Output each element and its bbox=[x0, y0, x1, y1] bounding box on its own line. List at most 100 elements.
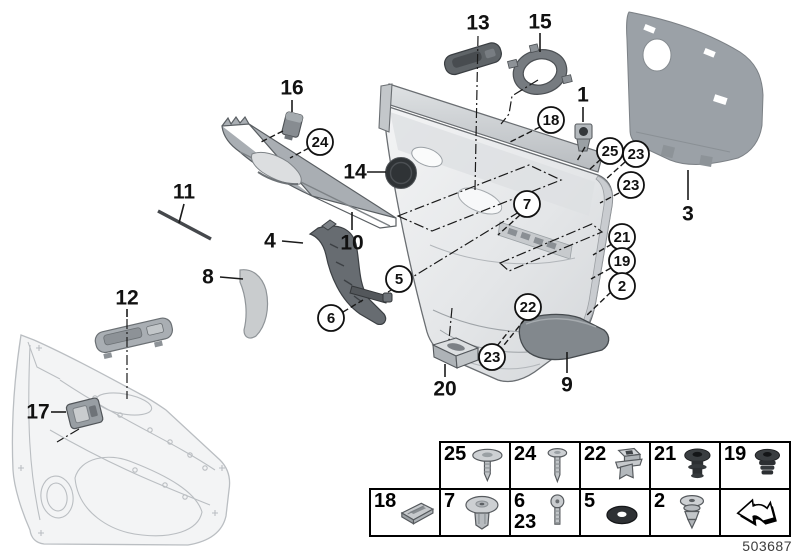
svg-text:14: 14 bbox=[343, 161, 367, 184]
svg-text:16: 16 bbox=[280, 77, 303, 100]
expanding-rivet-icon bbox=[665, 492, 719, 536]
part-16-cap bbox=[281, 111, 304, 141]
metal-clip-icon bbox=[396, 492, 439, 536]
svg-text:6: 6 bbox=[327, 310, 335, 327]
legend-cell-label: 21 bbox=[654, 443, 677, 465]
svg-text:20: 20 bbox=[433, 378, 456, 401]
svg-text:23: 23 bbox=[628, 146, 645, 163]
part-15-speaker-ring bbox=[507, 43, 573, 95]
legend-cell-label bbox=[721, 490, 724, 491]
svg-text:23: 23 bbox=[484, 349, 501, 366]
door-carrier-ghost bbox=[11, 334, 231, 546]
legend-cell-label: 25 bbox=[444, 443, 467, 465]
legend-cell-7[interactable]: 7 bbox=[439, 488, 511, 537]
callout-25[interactable]: 25 bbox=[596, 137, 624, 165]
svg-text:11: 11 bbox=[173, 181, 196, 204]
legend-cell-label: 24 bbox=[514, 443, 537, 465]
door-trim-panel bbox=[378, 83, 614, 383]
svg-text:5: 5 bbox=[395, 271, 403, 288]
part-20-courtesy-lamp bbox=[431, 337, 480, 369]
legend-cell-21[interactable]: 21 bbox=[649, 441, 721, 490]
diagram-number: 503687 bbox=[742, 538, 792, 554]
part-1-lock-clip bbox=[574, 123, 593, 152]
callout-9[interactable]: 9 bbox=[561, 374, 573, 397]
legend-cell-19[interactable]: 19 bbox=[719, 441, 791, 490]
washer-icon bbox=[595, 492, 649, 536]
grommet-icon bbox=[676, 445, 719, 489]
callout-2[interactable]: 2 bbox=[608, 272, 636, 300]
svg-text:4: 4 bbox=[264, 230, 276, 253]
part-12-switch-cluster bbox=[94, 317, 174, 360]
callout-16[interactable]: 16 bbox=[280, 77, 303, 100]
legend-cell-label: 2 bbox=[654, 490, 666, 512]
legend-cell-label: 18 bbox=[374, 490, 397, 512]
part-6-fastener-pin bbox=[349, 285, 393, 304]
part-13-switch-cover bbox=[443, 42, 502, 76]
cage-nut-icon bbox=[606, 445, 649, 489]
svg-text:22: 22 bbox=[520, 299, 537, 316]
callout-15[interactable]: 15 bbox=[528, 11, 552, 34]
part-4-handle-bracket bbox=[308, 219, 387, 325]
legend-cell-label: 5 bbox=[584, 490, 596, 512]
callout-6[interactable]: 6 bbox=[317, 304, 345, 332]
svg-text:10: 10 bbox=[340, 232, 363, 255]
callout-21[interactable]: 21 bbox=[608, 223, 636, 251]
callout-22[interactable]: 22 bbox=[514, 293, 542, 321]
callout-10[interactable]: 10 bbox=[340, 232, 363, 255]
svg-text:24: 24 bbox=[312, 134, 329, 151]
svg-text:23: 23 bbox=[623, 177, 640, 194]
callout-11[interactable]: 11 bbox=[173, 181, 196, 204]
legend-cell-direction-arrow[interactable] bbox=[719, 488, 791, 537]
callout-18[interactable]: 18 bbox=[537, 106, 565, 134]
flange-screw-icon bbox=[466, 445, 509, 489]
part-8-handle-trim bbox=[239, 269, 269, 339]
part-9-armrest bbox=[518, 313, 610, 361]
svg-text:25: 25 bbox=[602, 143, 619, 160]
legend-cell-24[interactable]: 24 bbox=[509, 441, 581, 490]
callout-23[interactable]: 23 bbox=[478, 343, 506, 371]
callout-19[interactable]: 19 bbox=[608, 247, 636, 275]
part-14-speaker-cover bbox=[385, 157, 417, 189]
legend-cell-label: 19 bbox=[724, 443, 747, 465]
callout-12[interactable]: 12 bbox=[115, 287, 138, 310]
part-17-switch bbox=[65, 397, 104, 430]
svg-text:17: 17 bbox=[26, 401, 49, 424]
callout-24[interactable]: 24 bbox=[306, 128, 334, 156]
callout-5[interactable]: 5 bbox=[385, 265, 413, 293]
callout-13[interactable]: 13 bbox=[466, 12, 489, 35]
svg-text:21: 21 bbox=[614, 229, 631, 246]
callout-7[interactable]: 7 bbox=[513, 190, 541, 218]
legend-cell-18[interactable]: 18 bbox=[369, 488, 441, 537]
legend-cell-2[interactable]: 2 bbox=[649, 488, 721, 537]
callout-17[interactable]: 17 bbox=[26, 401, 49, 424]
tapping-screw-icon bbox=[536, 445, 579, 489]
legend-cell-22[interactable]: 22 bbox=[579, 441, 651, 490]
callout-20[interactable]: 20 bbox=[433, 378, 456, 401]
svg-text:12: 12 bbox=[115, 287, 138, 310]
svg-text:8: 8 bbox=[202, 266, 214, 289]
legend-cell-label: 22 bbox=[584, 443, 607, 465]
legend-cell-label: 7 bbox=[444, 490, 456, 512]
part-10-trim-strip bbox=[221, 115, 397, 229]
callout-8[interactable]: 8 bbox=[202, 266, 214, 289]
legend-cell-25[interactable]: 25 bbox=[439, 441, 511, 490]
callout-3[interactable]: 3 bbox=[682, 203, 694, 226]
svg-text:3: 3 bbox=[682, 203, 694, 226]
callout-1[interactable]: 1 bbox=[577, 84, 589, 107]
screw-plug-icon bbox=[746, 445, 789, 489]
callout-23[interactable]: 23 bbox=[622, 140, 650, 168]
svg-text:9: 9 bbox=[561, 374, 573, 397]
callout-4[interactable]: 4 bbox=[264, 230, 276, 253]
svg-text:19: 19 bbox=[614, 253, 631, 270]
legend-cell-5[interactable]: 5 bbox=[579, 488, 651, 537]
callout-23[interactable]: 23 bbox=[617, 171, 645, 199]
callout-14[interactable]: 14 bbox=[343, 161, 367, 184]
part-11-gasket-strip bbox=[157, 209, 212, 241]
